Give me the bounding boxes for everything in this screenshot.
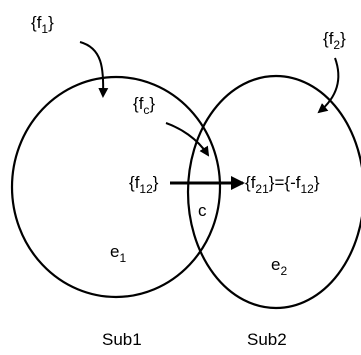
- subdomain-1-ellipse: [10, 75, 222, 299]
- fc-curved-arrow: [165, 122, 210, 157]
- label-fc: {fc}: [133, 94, 155, 117]
- label-e2: e2: [271, 255, 287, 278]
- caption-sub1: Sub1: [102, 330, 142, 349]
- label-f12: {f12}: [129, 173, 159, 196]
- label-f21-equation: {f21}={-f12}: [245, 173, 320, 196]
- label-f2: {f2}: [323, 29, 346, 52]
- caption-sub2: Sub2: [247, 330, 287, 349]
- subdomain-2-ellipse: [186, 74, 361, 310]
- label-f1: {f1}: [31, 13, 54, 36]
- label-e1: e1: [110, 242, 126, 265]
- f2-curved-arrow: [317, 57, 340, 114]
- f1-curved-arrow: [79, 41, 109, 98]
- label-interface-c: c: [198, 201, 207, 220]
